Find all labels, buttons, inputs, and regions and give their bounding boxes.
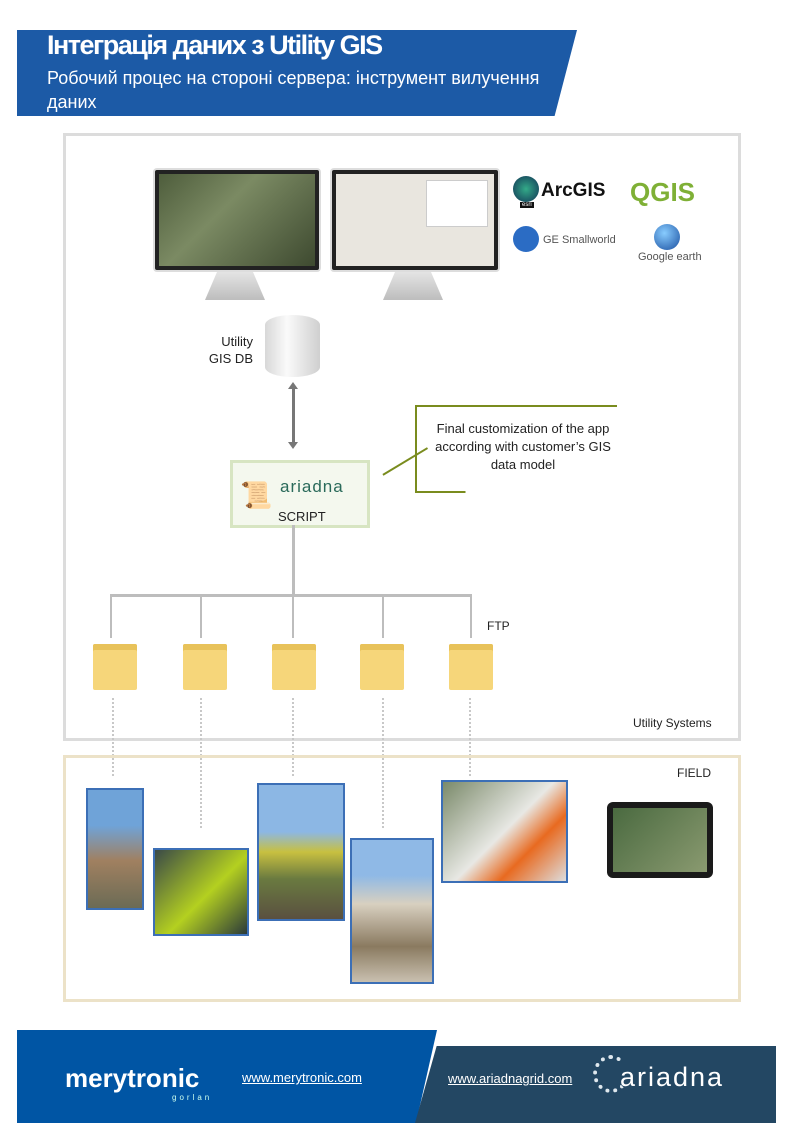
db-label: Utility GIS DB — [208, 334, 253, 366]
field-photo — [86, 788, 144, 910]
callout-text: Final customization of the app according… — [435, 421, 611, 472]
folder-icon[interactable] — [272, 644, 316, 690]
scroll-icon: 📜 — [240, 480, 273, 510]
arrow-down-icon — [288, 442, 298, 449]
esri-logo: esri — [520, 202, 534, 208]
ariadna-logo: ariadna — [620, 1062, 725, 1092]
page-subtitle: Робочий процес на стороні сервера: інстр… — [47, 68, 540, 112]
branch-line — [200, 594, 202, 638]
arcgis-logo: ArcGIS — [541, 180, 606, 201]
utility-systems-box — [63, 133, 741, 741]
branch-line — [382, 594, 384, 638]
header-banner — [17, 30, 577, 116]
folder-icon[interactable] — [449, 644, 493, 690]
script-label: SCRIPT — [278, 509, 326, 524]
smallworld-logo: GE Smallworld — [543, 234, 616, 246]
utility-systems-label: Utility Systems — [633, 716, 712, 730]
page-title: Інтеграція даних з Utility GIS — [47, 30, 383, 60]
field-photo — [153, 848, 249, 936]
distribution-line — [292, 525, 295, 595]
field-photo — [441, 780, 568, 883]
field-photo — [257, 783, 345, 921]
sync-dotted-line — [200, 698, 202, 828]
ariadna-logo-icon — [593, 1055, 629, 1093]
monitor-satellite — [153, 168, 321, 272]
tablet-device — [607, 802, 713, 878]
sync-dotted-line — [382, 698, 384, 828]
ge-icon — [513, 226, 539, 252]
db-script-arrow — [292, 388, 295, 442]
merytronic-link[interactable]: www.merytronic.com — [242, 1070, 362, 1085]
field-box — [63, 755, 741, 1002]
folder-icon[interactable] — [360, 644, 404, 690]
esri-globe-icon — [513, 176, 539, 202]
ftp-label: FTP — [487, 619, 510, 633]
google-earth-icon — [654, 224, 680, 250]
script-box — [230, 460, 370, 528]
branch-line — [110, 594, 112, 638]
footer-left — [17, 1030, 437, 1123]
merytronic-logo: merytronic — [65, 1063, 200, 1093]
branch-line — [470, 594, 472, 638]
folder-icon[interactable] — [93, 644, 137, 690]
folder-icon[interactable] — [183, 644, 227, 690]
monitor-map — [330, 168, 500, 272]
sync-dotted-line — [112, 698, 114, 776]
ariadna-script-logo: ariadna — [280, 477, 344, 496]
sync-dotted-line — [469, 698, 471, 776]
distribution-line — [110, 594, 471, 597]
branch-line — [292, 594, 294, 638]
qgis-logo: QGIS — [630, 177, 696, 207]
gorlan-logo: gorlan — [172, 1093, 213, 1102]
arrow-up-icon — [288, 382, 298, 389]
field-label: FIELD — [677, 766, 712, 780]
ariadna-link[interactable]: www.ariadnagrid.com — [448, 1071, 573, 1086]
field-photo — [350, 838, 434, 984]
google-earth-logo: Google earth — [638, 251, 702, 263]
sync-dotted-line — [292, 698, 294, 776]
database-icon — [265, 315, 320, 377]
